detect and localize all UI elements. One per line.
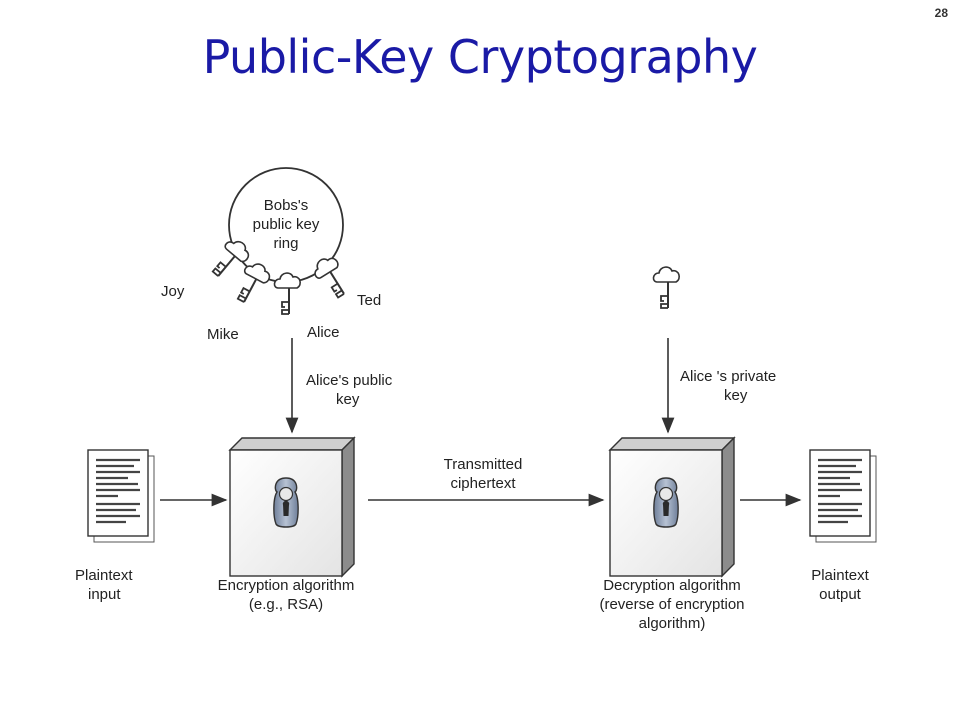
public-key-label-line-2: key xyxy=(336,391,360,408)
decryption-label-line-3: algorithm) xyxy=(639,615,706,632)
alice-key-icon xyxy=(273,272,302,315)
plaintext-input-document-icon xyxy=(86,448,156,544)
slide-title: Public-Key Cryptography xyxy=(202,30,758,84)
plaintext-input-label-line-1: Plaintext xyxy=(75,567,133,584)
public-key-label-line-1: Alice's public xyxy=(306,372,393,389)
key-label-ted: Ted xyxy=(357,292,381,309)
private-key-label-line-2: key xyxy=(724,387,748,404)
transmitted-label-line-1: Transmitted xyxy=(444,456,523,473)
encryption-label-line-2: (e.g., RSA) xyxy=(249,596,323,613)
plaintext-output-label-line-2: output xyxy=(819,586,862,603)
decryption-box xyxy=(609,437,735,577)
key-ring-label-line-1: Bobs's xyxy=(264,197,309,214)
plaintext-output-label-line-1: Plaintext xyxy=(811,567,869,584)
key-label-joy: Joy xyxy=(161,283,185,300)
encryption-label-line-1: Encryption algorithm xyxy=(218,577,355,594)
plaintext-output-document-icon xyxy=(808,448,878,544)
key-ring: Bobs's public key ring Joy Mike Alice Te… xyxy=(161,167,381,343)
key-ring-label-line-3: ring xyxy=(273,235,298,252)
plaintext-input-label-line-2: input xyxy=(88,586,121,603)
key-ring-label-line-2: public key xyxy=(253,216,320,233)
encryption-box xyxy=(229,437,355,577)
private-key-icon xyxy=(652,266,681,309)
slide-number: 28 xyxy=(934,6,948,20)
decryption-label-line-1: Decryption algorithm xyxy=(603,577,741,594)
private-key-label-line-1: Alice 's private xyxy=(680,368,776,385)
key-label-mike: Mike xyxy=(207,326,239,343)
decryption-label-line-2: (reverse of encryption xyxy=(599,596,744,613)
transmitted-label-line-2: ciphertext xyxy=(450,475,516,492)
key-label-alice: Alice xyxy=(307,324,340,341)
